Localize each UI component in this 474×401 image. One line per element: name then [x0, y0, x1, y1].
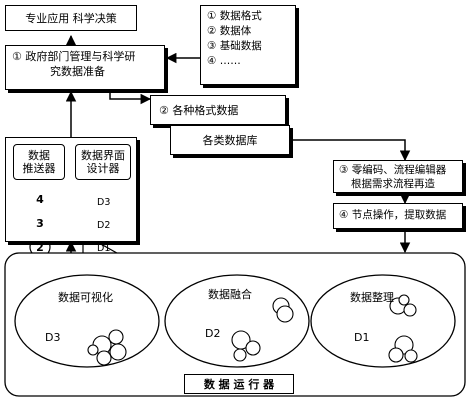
prep-line-2: 究数据准备	[50, 65, 105, 78]
bubble-cluster-fusion	[231, 297, 294, 362]
pusher-circle-3-label: 3	[36, 216, 44, 230]
bubble-cluster-visualization	[87, 329, 127, 366]
fusion-sub: D2	[205, 327, 221, 340]
format-item-4: ④ ……	[207, 55, 241, 67]
visualization-sub: D3	[45, 331, 61, 344]
ellipse-fusion	[164, 274, 310, 368]
various-label: 各种格式数据	[172, 104, 239, 117]
various-number: ②	[159, 104, 169, 117]
zero-code-number: ③	[339, 164, 349, 176]
designer-triangle-d2-label: D2	[97, 220, 111, 231]
professional-application-box: 专业应用 科学决策	[5, 5, 137, 31]
node-number: ④	[339, 209, 349, 221]
ui-designer-header: 数据界面 设计器	[75, 144, 131, 180]
ellipse-cleanup	[310, 274, 456, 368]
various-formats-box: ② 各种格式数据	[150, 95, 286, 125]
database-label: 各类数据库	[202, 133, 258, 147]
designer-triangle-d3-label: D3	[97, 197, 111, 208]
designer-title-2: 设计器	[86, 162, 120, 175]
bubble-cluster-cleanup	[388, 294, 418, 363]
cleanup-label: 数据整理	[350, 291, 394, 304]
pusher-circle-2-label: 2	[36, 240, 44, 254]
data-preparation-box: ① 政府部门管理与科学研 究数据准备	[5, 45, 165, 90]
zero-code-line-1: 零编码、流程编辑器	[351, 164, 447, 176]
ellipse-visualization	[14, 274, 160, 368]
visualization-label: 数据可视化	[58, 291, 113, 304]
format-item-2: ② 数据体	[207, 25, 252, 37]
data-pusher-header: 数据 推送器	[13, 144, 65, 180]
data-runner-footer: 数 据 运 行 器	[184, 374, 294, 394]
data-formats-box: ① 数据格式 ② 数据体 ③ 基础数据 ④ ……	[200, 5, 296, 85]
zero-code-box: ③ 零编码、流程编辑器 根据需求流程再造	[333, 160, 463, 193]
arrow-db-to-zerocode	[290, 139, 411, 162]
format-item-1: ① 数据格式	[207, 10, 262, 22]
data-runner-label: 数 据 运 行 器	[203, 377, 275, 391]
format-item-3: ③ 基础数据	[207, 40, 262, 52]
node-operation-box: ④ 节点操作，提取数据	[333, 203, 463, 229]
pusher-title-1: 数据	[28, 149, 50, 162]
prep-number: ①	[12, 50, 22, 63]
cleanup-sub: D1	[354, 331, 370, 344]
designer-title-1: 数据界面	[81, 149, 125, 162]
pusher-title-2: 推送器	[22, 162, 56, 175]
professional-application-label: 专业应用 科学决策	[25, 11, 117, 25]
fusion-label: 数据融合	[208, 288, 252, 301]
prep-line-1: 政府部门管理与科学研	[25, 50, 136, 63]
pusher-circle-4-label: 4	[36, 192, 44, 206]
database-box: 各类数据库	[170, 125, 290, 155]
zero-code-line-2: 根据需求流程再造	[351, 178, 435, 190]
node-label: 节点操作，提取数据	[351, 209, 447, 221]
designer-triangle-d1-label: D1	[97, 243, 111, 254]
